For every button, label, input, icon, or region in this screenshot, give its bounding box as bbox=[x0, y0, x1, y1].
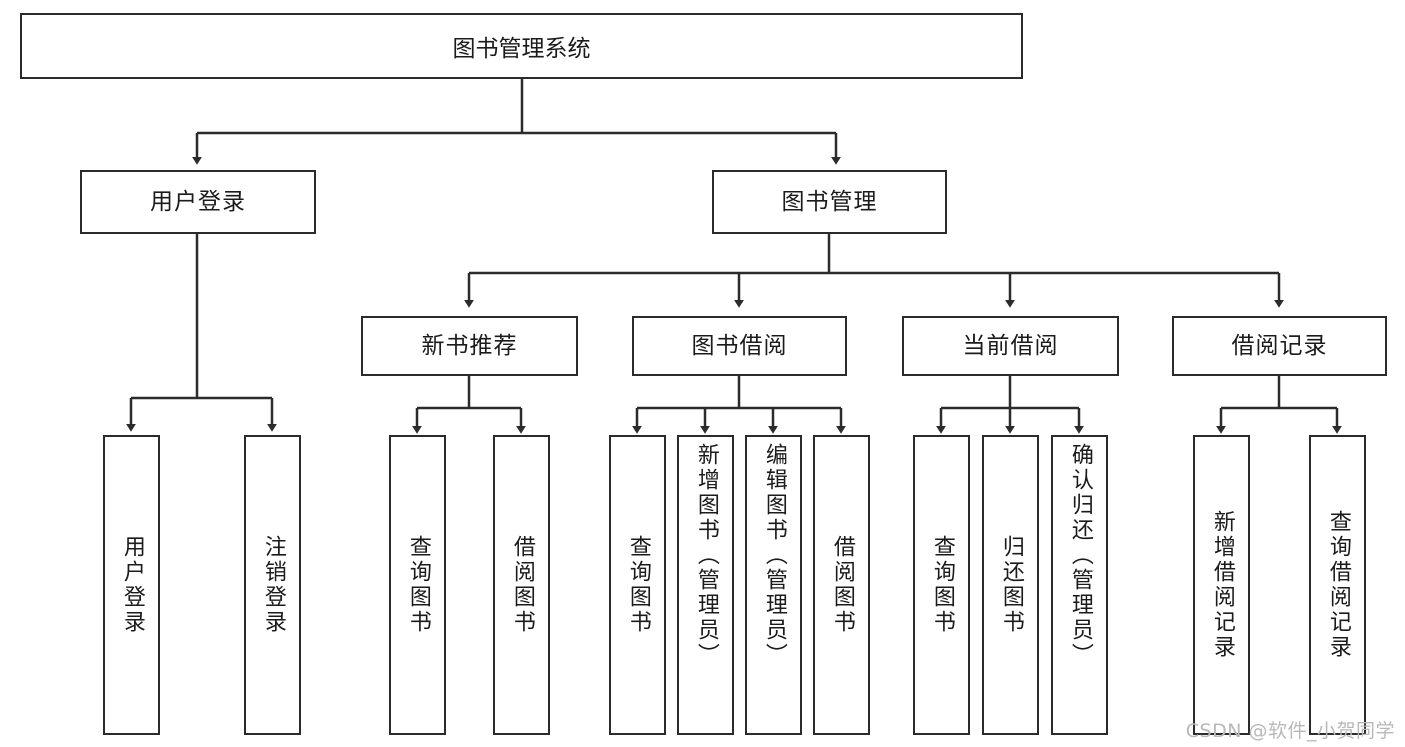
node-label: 图书借阅 bbox=[691, 332, 788, 359]
leaf-label: 归还图书 bbox=[998, 535, 1024, 635]
node-user-login[interactable]: 用户登录 bbox=[80, 170, 316, 234]
watermark: CSDN @软件_小贺同学 bbox=[1185, 720, 1395, 742]
node-label: 用户登录 bbox=[150, 188, 246, 215]
leaf-borrow-borrow-book[interactable]: 借阅图书 bbox=[813, 435, 870, 735]
leaf-label: 借阅图书 bbox=[829, 535, 855, 635]
leaf-record-add[interactable]: 新增借阅记录 bbox=[1193, 435, 1250, 735]
leaf-record-query[interactable]: 查询借阅记录 bbox=[1309, 435, 1366, 735]
leaf-label: 查询图书 bbox=[929, 535, 955, 635]
leaf-borrow-edit-book-admin[interactable]: 编辑图书（管理员） bbox=[745, 435, 802, 735]
leaf-borrow-add-book-admin[interactable]: 新增图书（管理员） bbox=[677, 435, 734, 735]
node-new-book-recommend[interactable]: 新书推荐 bbox=[361, 316, 578, 376]
node-book-management-system[interactable]: 图书管理系统 bbox=[20, 13, 1023, 79]
leaf-user-login[interactable]: 用户登录 bbox=[103, 435, 160, 735]
node-book-management[interactable]: 图书管理 bbox=[712, 170, 947, 234]
node-label: 图书管理系统 bbox=[452, 36, 591, 62]
node-label: 新书推荐 bbox=[421, 332, 518, 359]
leaf-label: 编辑图书（管理员） bbox=[761, 443, 787, 668]
leaf-label: 确认归还（管理员） bbox=[1067, 443, 1093, 668]
node-book-borrow[interactable]: 图书借阅 bbox=[632, 316, 847, 376]
leaf-new-book-borrow[interactable]: 借阅图书 bbox=[493, 435, 550, 735]
leaf-label: 查询借阅记录 bbox=[1325, 510, 1351, 660]
leaf-label: 借阅图书 bbox=[509, 535, 535, 635]
leaf-user-logout[interactable]: 注销登录 bbox=[244, 435, 301, 735]
node-current-borrow[interactable]: 当前借阅 bbox=[902, 316, 1119, 376]
leaf-label: 新增借阅记录 bbox=[1209, 510, 1235, 660]
leaf-borrow-query-book[interactable]: 查询图书 bbox=[609, 435, 666, 735]
leaf-new-book-query[interactable]: 查询图书 bbox=[389, 435, 446, 735]
node-borrow-record[interactable]: 借阅记录 bbox=[1172, 316, 1387, 376]
node-label: 当前借阅 bbox=[962, 332, 1059, 359]
leaf-current-confirm-return-admin[interactable]: 确认归还（管理员） bbox=[1051, 435, 1108, 735]
leaf-label: 用户登录 bbox=[119, 535, 145, 635]
leaf-label: 查询图书 bbox=[625, 535, 651, 635]
node-label: 图书管理 bbox=[781, 188, 878, 215]
leaf-current-return-book[interactable]: 归还图书 bbox=[982, 435, 1039, 735]
leaf-label: 新增图书（管理员） bbox=[693, 443, 719, 668]
node-label: 借阅记录 bbox=[1231, 332, 1328, 359]
leaf-label: 查询图书 bbox=[405, 535, 431, 635]
leaf-current-query-book[interactable]: 查询图书 bbox=[913, 435, 970, 735]
leaf-label: 注销登录 bbox=[260, 535, 286, 635]
